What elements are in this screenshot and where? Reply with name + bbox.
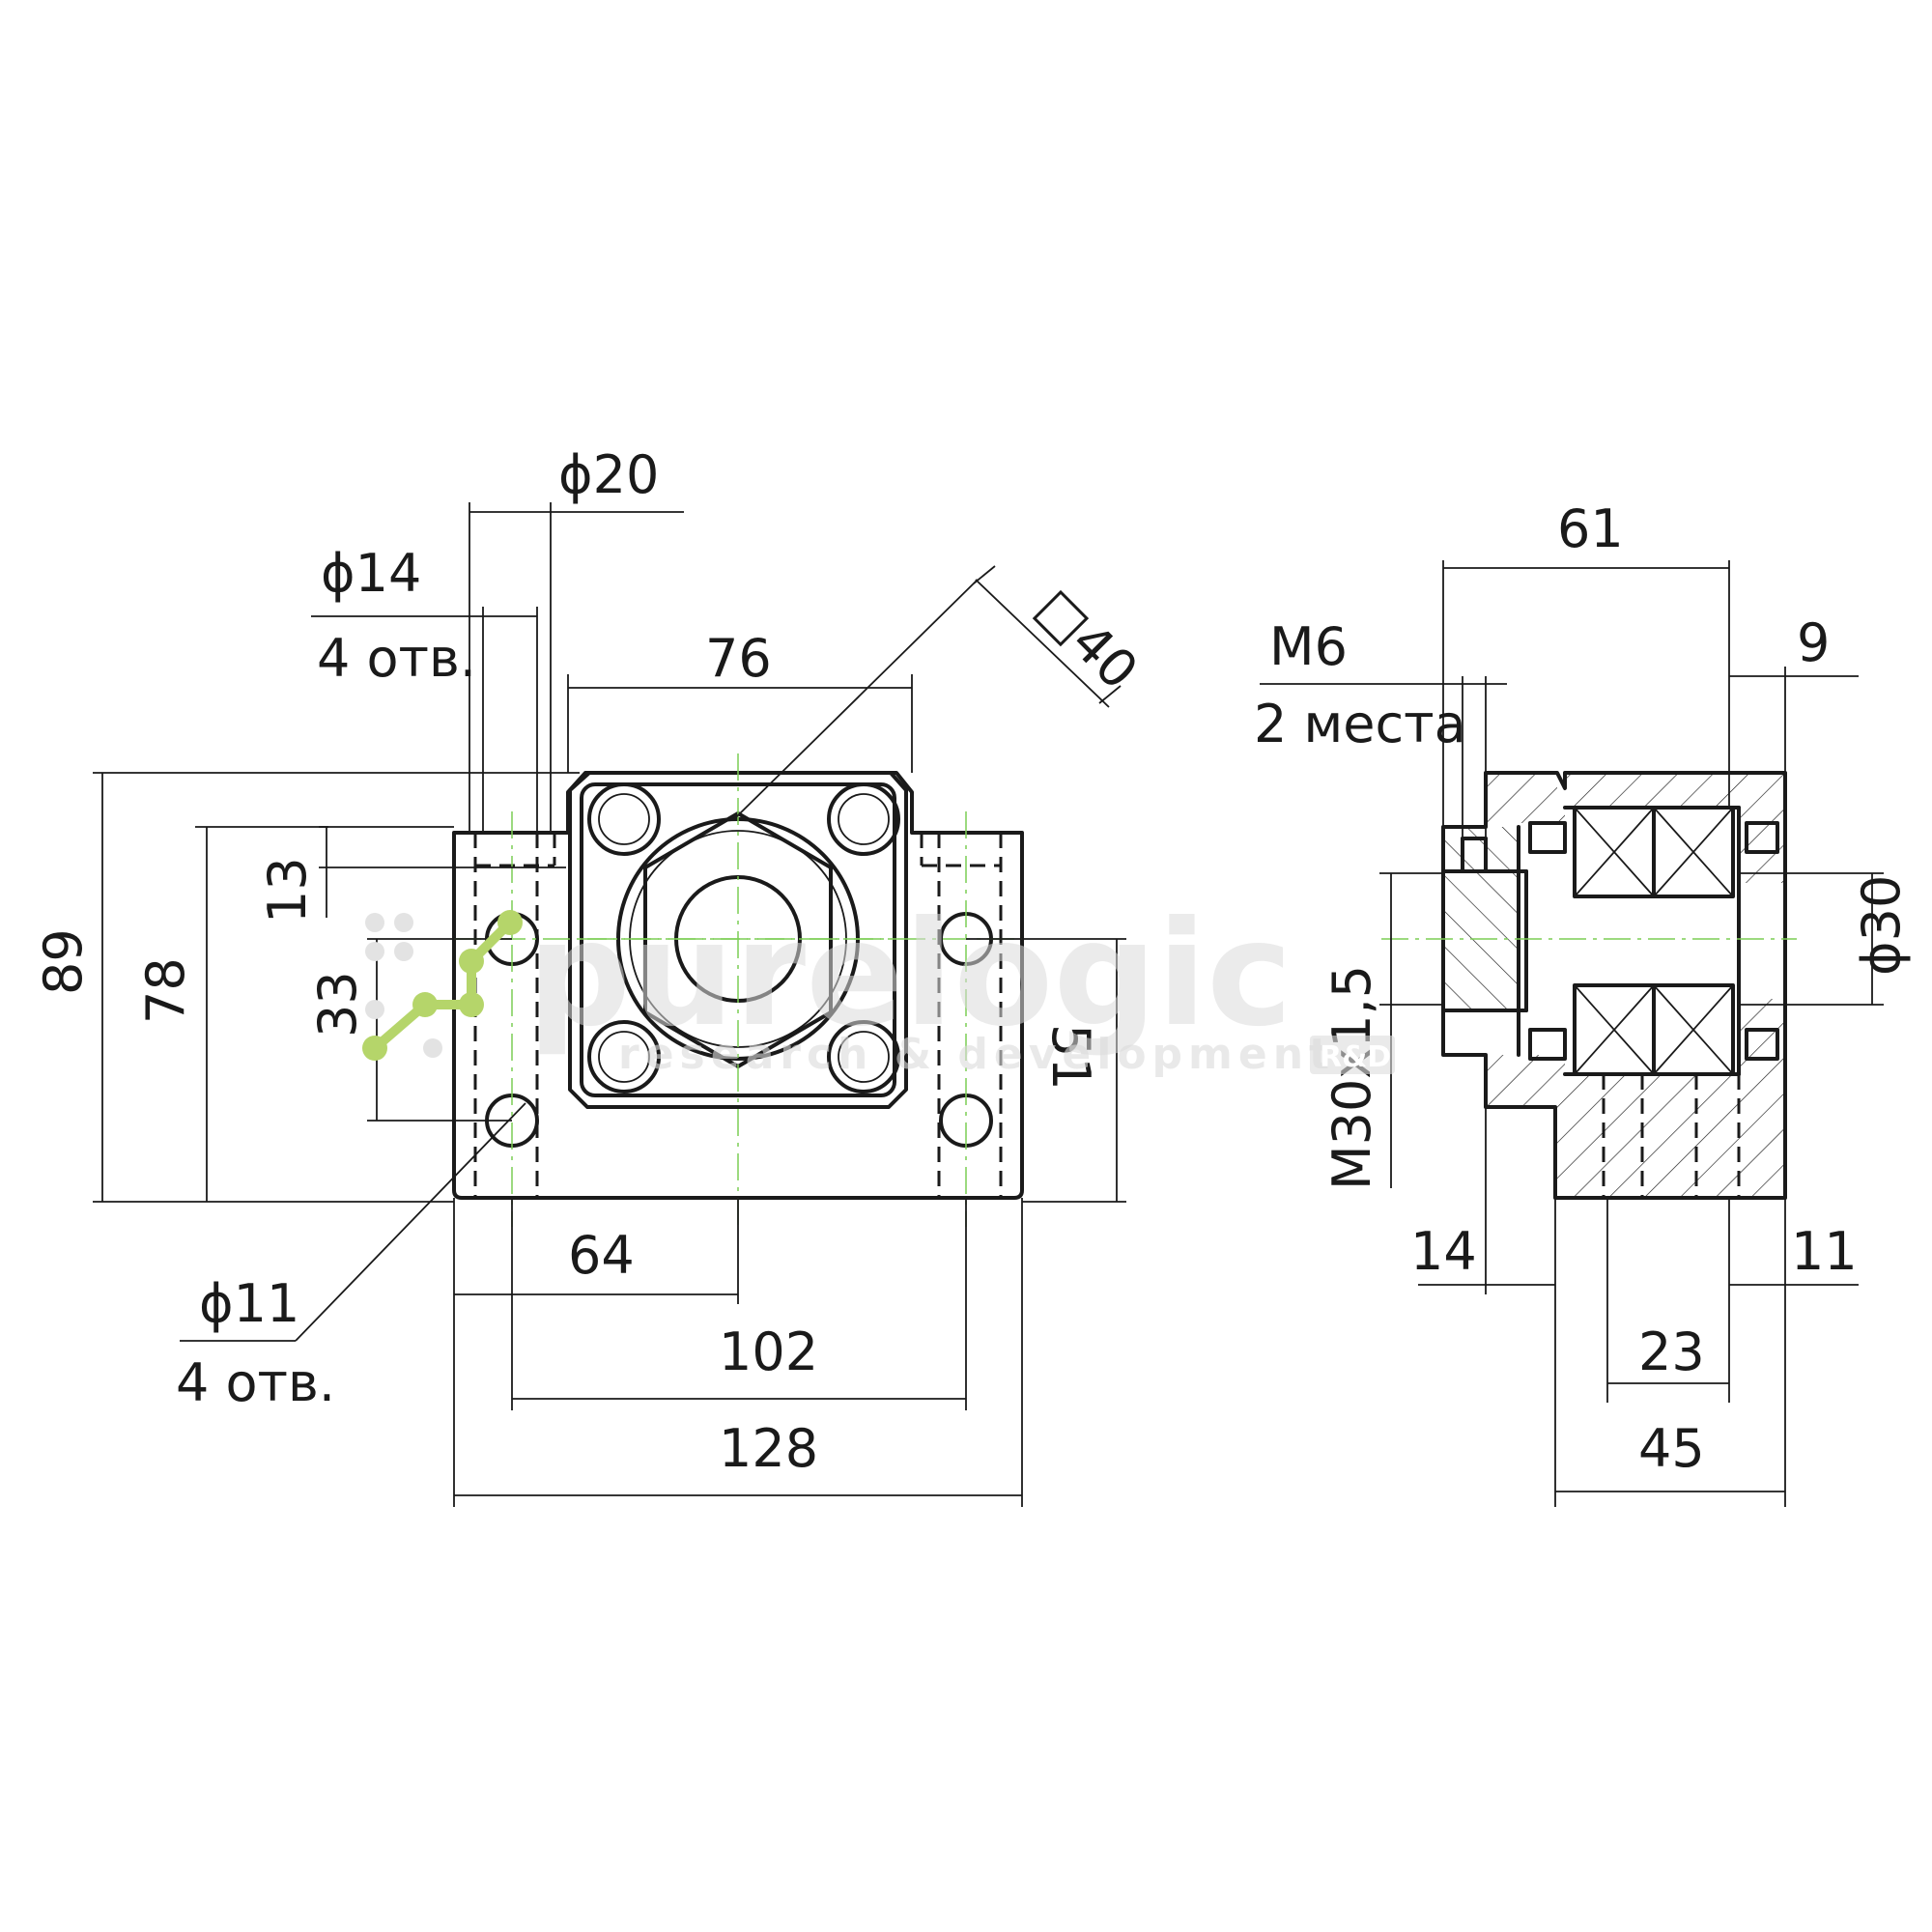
front-centerlines xyxy=(454,753,1022,1227)
dim-thread-label: M30x1,5 xyxy=(1321,965,1382,1190)
dim-dia30-label: ϕ30 xyxy=(1851,875,1912,976)
dim-13-label: 13 xyxy=(257,857,318,923)
dim-76-label: 76 xyxy=(705,628,772,689)
dim-dia11-label: ϕ11 xyxy=(199,1273,299,1334)
dim-m6-note: 2 места xyxy=(1254,694,1466,754)
flange-square xyxy=(568,771,908,1109)
dim-128-label: 128 xyxy=(719,1418,818,1479)
watermark-logo: purelogic research & development R&D xyxy=(362,891,1395,1079)
bearings xyxy=(1528,806,1779,1076)
dim-11-label: 11 xyxy=(1791,1221,1858,1282)
watermark-name: purelogic xyxy=(527,891,1293,1059)
dim-square40-label: □40 xyxy=(1025,577,1150,701)
dim-23-label: 23 xyxy=(1638,1321,1705,1382)
flange-inner-square xyxy=(580,782,896,1097)
dim-dia14-label: ϕ14 xyxy=(321,543,421,604)
watermark-tag-code: R&D xyxy=(1320,1040,1391,1074)
dim-33-label: 33 xyxy=(307,971,368,1037)
watermark-dots-icon xyxy=(362,910,523,1061)
dim-51-label: 51 xyxy=(1040,1024,1101,1091)
housing-section-top xyxy=(1486,773,1785,883)
side-dimension-lines xyxy=(1260,560,1884,1507)
side-view: 61 M6 2 места 9 ϕ30 M30x1,5 14 11 23 45 xyxy=(1254,498,1912,1507)
dim-102-label: 102 xyxy=(719,1321,818,1382)
nut-section xyxy=(1443,827,1519,1010)
housing-outline xyxy=(1441,771,1787,1200)
dim-64-label: 64 xyxy=(568,1225,635,1286)
dim-dia14-note: 4 отв. xyxy=(317,628,476,689)
front-dimension-lines xyxy=(93,502,1126,1507)
housing-section-bottom xyxy=(1486,999,1785,1198)
dim-dia11-note: 4 отв. xyxy=(176,1352,335,1413)
dim-78-label: 78 xyxy=(135,957,196,1024)
base-outline xyxy=(452,771,1024,1200)
dim-61-label: 61 xyxy=(1557,498,1624,559)
watermark-tag-box xyxy=(1310,1036,1395,1074)
dim-9-label: 9 xyxy=(1797,612,1830,673)
flange-bolt-holes xyxy=(587,782,900,1094)
dim-m6-label: M6 xyxy=(1269,616,1348,677)
dim-45-label: 45 xyxy=(1638,1418,1705,1479)
watermark-tagline: research & development xyxy=(618,1030,1335,1079)
dim-89-label: 89 xyxy=(33,928,94,995)
dim-14-label: 14 xyxy=(1410,1221,1477,1282)
dim-dia20-label: ϕ20 xyxy=(558,444,659,505)
